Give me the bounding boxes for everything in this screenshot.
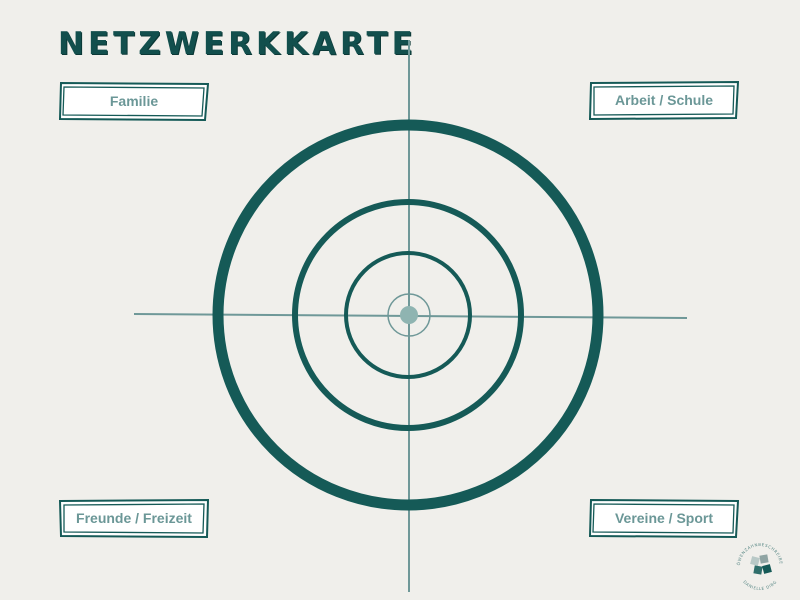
puzzle-logo-icon: LÖWENZAHNBESCHREIBEN DANIELLE DIBG: [732, 538, 783, 591]
center-ring: [387, 293, 431, 337]
category-label-arbeit-schule: Arbeit / Schule: [614, 92, 714, 108]
center-dot: [400, 306, 418, 324]
category-label-vereine-sport: Vereine / Sport: [614, 510, 714, 526]
category-box-familie: Familie: [59, 81, 209, 121]
category-box-freunde-freizeit: Freunde / Freizeit: [59, 498, 209, 538]
inner-ring: [344, 251, 472, 379]
outer-ring: [212, 119, 604, 511]
page-title: NETZWERKKARTE: [58, 26, 417, 62]
category-label-familie: Familie: [109, 93, 159, 109]
category-label-freunde-freizeit: Freunde / Freizeit: [76, 510, 192, 526]
category-box-arbeit-schule: Arbeit / Schule: [589, 80, 739, 120]
middle-ring: [292, 199, 524, 431]
category-box-vereine-sport: Vereine / Sport: [589, 498, 739, 538]
svg-text:DANIELLE DIBG: DANIELLE DIBG: [742, 579, 778, 591]
logo-bottom-text: DANIELLE DIBG: [742, 579, 777, 591]
